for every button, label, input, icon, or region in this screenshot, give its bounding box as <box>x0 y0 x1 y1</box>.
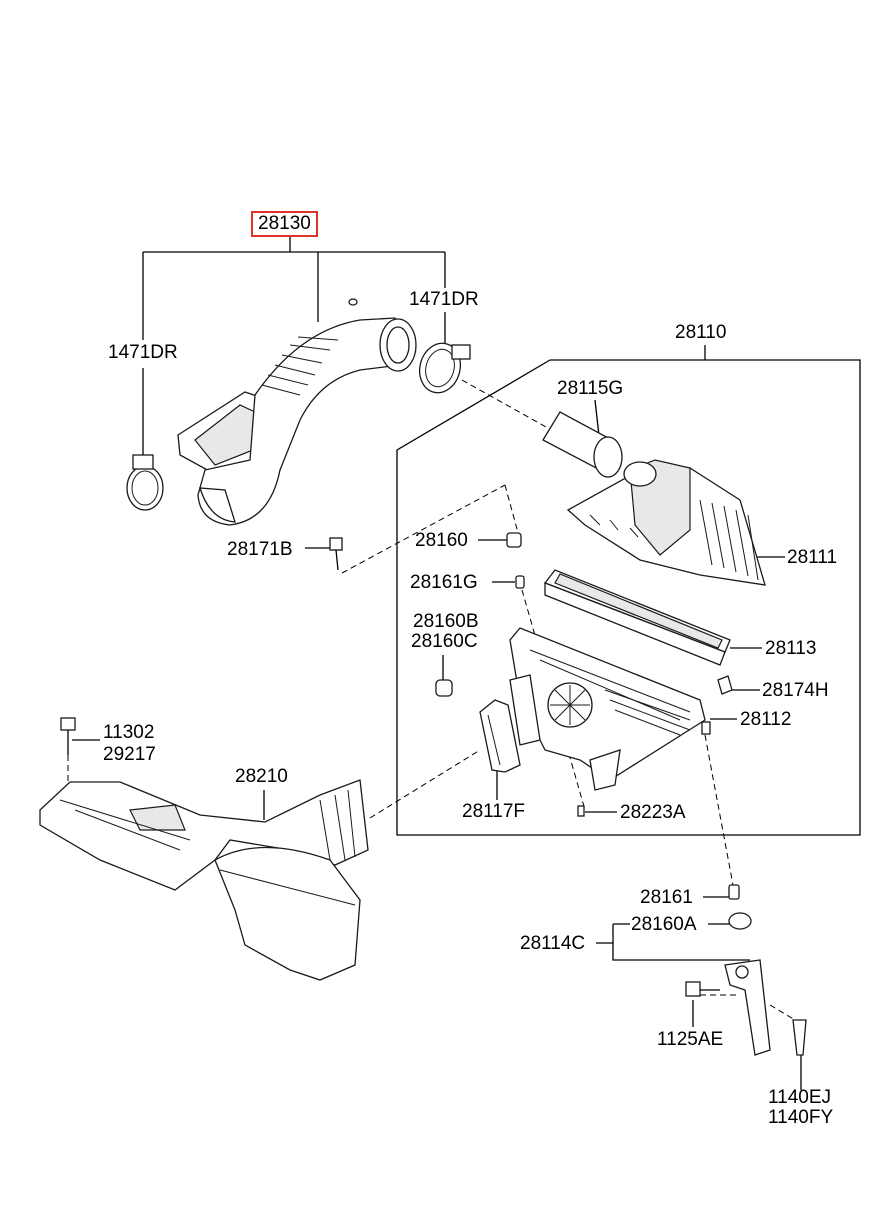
air-guide-part <box>39 779 369 981</box>
part-label-1471DR-left[interactable]: 1471DR <box>108 342 178 363</box>
bolt-11302 <box>60 717 76 755</box>
intake-hose-part <box>177 298 417 526</box>
part-label-28160A[interactable]: 28160A <box>631 914 697 935</box>
part-label-28130[interactable]: 28130 <box>251 211 318 237</box>
part-label-28160B[interactable]: 28160B <box>413 611 479 632</box>
part-label-11302[interactable]: 11302 <box>103 722 155 743</box>
part-label-28117F[interactable]: 28117F <box>462 801 526 822</box>
grommets <box>435 532 752 930</box>
part-label-28112[interactable]: 28112 <box>740 709 792 730</box>
part-label-28114C[interactable]: 28114C <box>520 933 586 954</box>
part-label-28115G[interactable]: 28115G <box>557 378 624 399</box>
part-label-28160C[interactable]: 28160C <box>411 631 478 652</box>
bolt-28171B <box>329 537 343 571</box>
duct-part <box>542 411 623 478</box>
part-label-28161[interactable]: 28161 <box>640 887 693 908</box>
part-label-28111[interactable]: 28111 <box>787 547 838 568</box>
leader-lines <box>72 237 861 1090</box>
part-label-28174H[interactable]: 28174H <box>762 680 829 701</box>
part-label-28161G[interactable]: 28161G <box>410 572 478 593</box>
part-label-28113[interactable]: 28113 <box>765 638 817 659</box>
upper-cover-part <box>566 459 766 586</box>
part-label-1140FY[interactable]: 1140FY <box>768 1107 834 1128</box>
part-label-28171B[interactable]: 28171B <box>227 539 293 560</box>
part-label-29217[interactable]: 29217 <box>103 744 156 765</box>
part-label-28223A[interactable]: 28223A <box>620 802 686 823</box>
part-label-28110[interactable]: 28110 <box>675 322 727 343</box>
lower-case-part <box>509 627 706 791</box>
part-label-1140EJ[interactable]: 1140EJ <box>768 1087 832 1108</box>
filter-element-part <box>543 569 731 666</box>
hose-clamp-right <box>418 342 471 394</box>
part-label-1125AE[interactable]: 1125AE <box>657 1029 724 1050</box>
resonator-part <box>479 699 521 773</box>
bracket-part <box>685 959 807 1056</box>
part-label-28160[interactable]: 28160 <box>415 530 468 551</box>
part-label-28210[interactable]: 28210 <box>235 766 288 787</box>
hose-clamp-left <box>126 454 164 511</box>
part-label-1471DR-right[interactable]: 1471DR <box>409 289 479 310</box>
